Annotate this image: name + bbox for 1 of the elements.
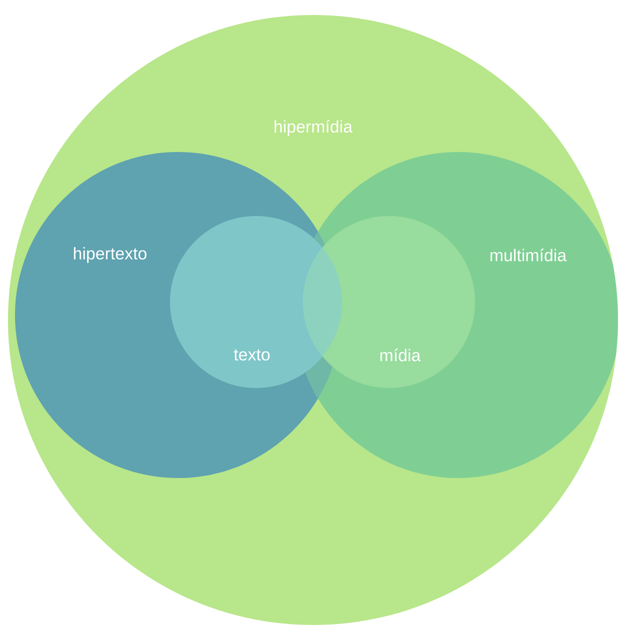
circle-region: mídia (303, 216, 475, 388)
